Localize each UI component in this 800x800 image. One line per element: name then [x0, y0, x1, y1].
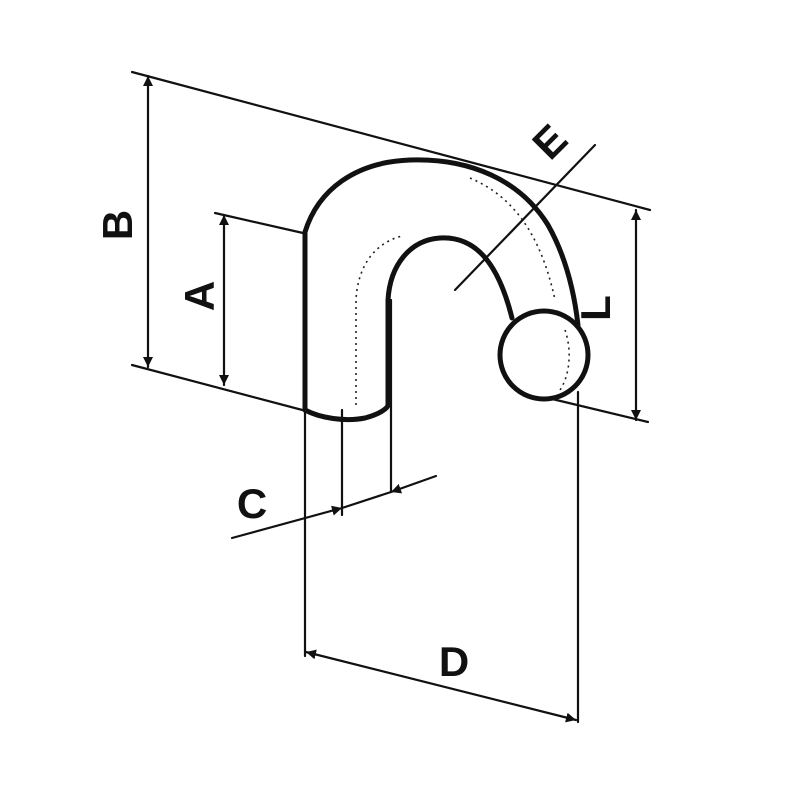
- b-bottom-extension-line: [130, 363, 312, 414]
- hook-inner-contour: [385, 235, 515, 408]
- a-top-extension-line: [213, 211, 305, 235]
- extension-lines: [130, 70, 652, 724]
- dimension-d-arrow: [304, 649, 578, 723]
- dimension-c-arrow-right: [389, 474, 438, 494]
- dimension-b: B: [94, 74, 153, 369]
- dimension-c-arrow-left: [230, 505, 344, 540]
- dimension-l-label: L: [572, 295, 619, 321]
- shading-left: [355, 235, 403, 405]
- dimension-a: A: [176, 213, 229, 387]
- dimension-c: C: [230, 474, 438, 540]
- hook-leg-end: [302, 402, 391, 423]
- dimension-c-label: C: [237, 480, 267, 527]
- dimension-d-label: D: [439, 638, 469, 685]
- dimension-e: E: [453, 115, 597, 292]
- hook-body: [302, 157, 591, 423]
- dimension-l: L: [572, 208, 641, 422]
- dimension-b-label: B: [94, 210, 141, 240]
- dimension-a-label: A: [176, 281, 223, 311]
- dimension-e-label: E: [523, 115, 576, 168]
- hook-ball-end: [497, 308, 591, 402]
- l-bottom-extension-line: [546, 396, 650, 424]
- top-extension-line: [130, 70, 652, 212]
- dimension-e-line: [453, 143, 597, 292]
- hook-outer-contour: [302, 157, 581, 413]
- dimension-d: D: [304, 638, 578, 723]
- shading-top: [469, 177, 556, 301]
- shading-ball: [559, 329, 570, 391]
- dimension-c-line: [340, 490, 393, 510]
